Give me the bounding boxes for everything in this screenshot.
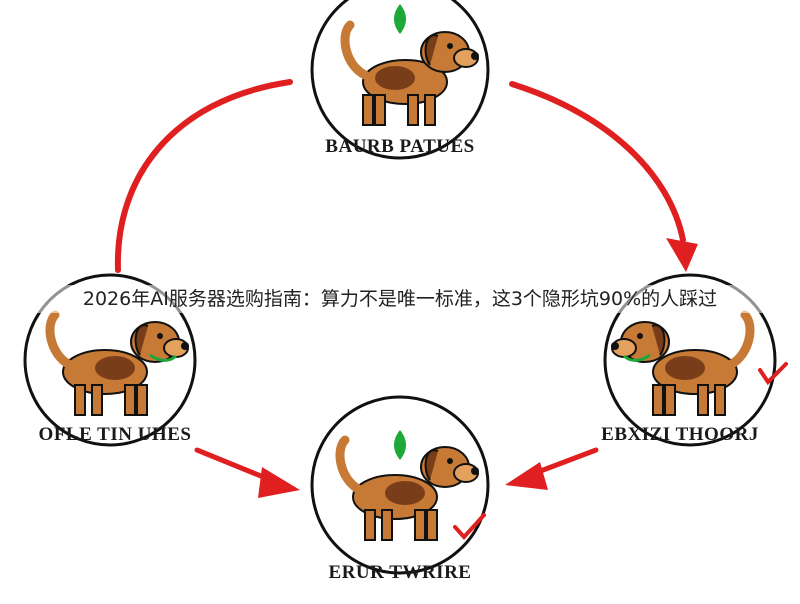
edge-left-top (114, 79, 293, 273)
node-bottom-check-icon (453, 513, 486, 540)
edge-right-bottom-arrowhead (505, 462, 548, 490)
node-left-dog-icon (45, 310, 189, 416)
node-top (310, 0, 490, 160)
node-bottom-leaf-icon (394, 430, 406, 460)
edge-left-bottom-arrowhead (258, 467, 300, 498)
node-bottom-label: ERUR TWRIRE (328, 562, 472, 583)
node-left (23, 273, 197, 447)
node-bottom (310, 395, 490, 575)
edge-top-right-arrowhead (666, 238, 698, 272)
node-bottom-dog-icon (335, 435, 479, 541)
node-top-dog-icon (340, 20, 479, 126)
node-right (603, 273, 788, 447)
overlay-caption: 2026年AI服务器选购指南：算力不是唯一标准，这3个隐形坑90%的人踩过 (0, 285, 800, 313)
edge-top-right (509, 81, 686, 243)
node-right-check-icon (758, 362, 788, 386)
node-left-label: OFLE TIN UHES (38, 424, 192, 445)
node-top-leaf-icon (394, 4, 406, 34)
node-right-label: EBXIZI THOORJ (601, 424, 759, 445)
node-right-dog-icon (611, 310, 755, 416)
node-top-label: BAURB PATUES (325, 136, 475, 157)
